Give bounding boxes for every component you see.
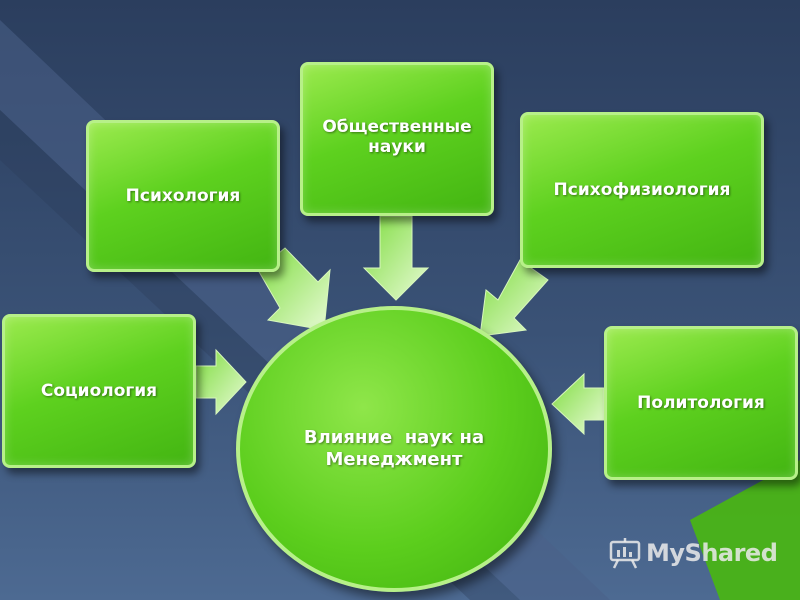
node-psychology: Психология bbox=[86, 120, 280, 272]
node-social-sciences: Общественные науки bbox=[300, 62, 494, 216]
node-psychology-label: Психология bbox=[125, 186, 241, 206]
node-political-science-label: Политология bbox=[637, 393, 765, 413]
watermark: MyShared bbox=[608, 536, 778, 570]
presentation-board-icon bbox=[609, 538, 641, 569]
node-sociology-label: Социология bbox=[40, 381, 158, 401]
node-psychophysiology-label: Психофизиология bbox=[553, 180, 731, 200]
node-political-science: Политология bbox=[604, 326, 798, 480]
center-node: Влияние наук на Менеджмент bbox=[236, 306, 552, 592]
node-psychophysiology: Психофизиология bbox=[520, 112, 764, 268]
node-sociology: Социология bbox=[2, 314, 196, 468]
watermark-text: MyShared bbox=[646, 539, 778, 567]
arrow-sociology bbox=[195, 348, 247, 416]
arrow-psychophysiology bbox=[479, 259, 549, 337]
arrow-social-sciences bbox=[362, 215, 430, 301]
arrow-political-science bbox=[551, 372, 605, 436]
node-social-sciences-label: Общественные науки bbox=[322, 117, 472, 157]
center-node-label: Влияние наук на Менеджмент bbox=[303, 427, 491, 470]
